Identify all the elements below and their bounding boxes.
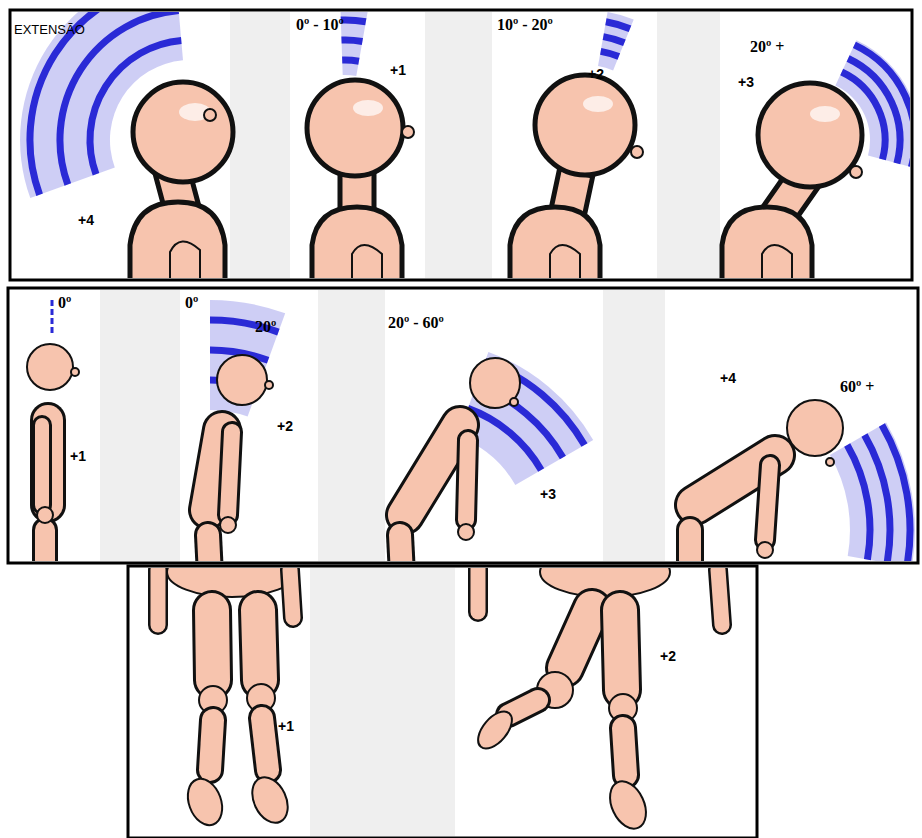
head-figure <box>722 83 862 278</box>
legs-row <box>158 568 722 834</box>
head-figure <box>307 80 414 278</box>
posture-panel: 0º +1 <box>10 290 100 561</box>
posture-panel: +1 <box>130 568 310 836</box>
angle-label: 60º + <box>840 378 874 396</box>
posture-panel: 10º - 20º +2 <box>492 12 657 278</box>
angle-fan <box>210 300 285 417</box>
angle-fan <box>830 423 915 562</box>
angle-label: 0º <box>185 294 198 312</box>
angle-fan <box>598 12 634 71</box>
score-label: +2 <box>660 648 676 664</box>
angle-label: 0º <box>58 294 71 312</box>
score-label: +1 <box>278 718 294 734</box>
score-label: +3 <box>540 486 556 502</box>
panel-frames <box>8 10 918 838</box>
angle-label: 20º + <box>750 38 784 56</box>
body-figure <box>690 400 843 561</box>
angle-label: 0º - 10º <box>296 16 344 34</box>
body-figure <box>208 355 273 561</box>
angle-label: 10º - 20º <box>497 16 553 34</box>
posture-panel: 0º 20º +2 <box>180 290 318 561</box>
score-label: +1 <box>390 62 406 78</box>
score-label: +4 <box>720 370 736 386</box>
score-label: +2 <box>588 66 604 82</box>
posture-panel: 20º - 60º +3 <box>385 290 603 561</box>
angle-line <box>51 300 54 335</box>
posture-panel: EXTENSÃO +4 <box>12 12 230 278</box>
angle-fan <box>341 12 368 76</box>
score-label: +2 <box>277 418 293 434</box>
score-label: +4 <box>78 212 94 228</box>
angle-label: EXTENSÃO <box>14 22 85 37</box>
body-figure <box>400 358 520 561</box>
legs-figure <box>472 568 722 834</box>
posture-panel: 0º - 10º +1 <box>290 12 425 278</box>
score-label: +1 <box>70 448 86 464</box>
score-label: +3 <box>738 74 754 90</box>
posture-panel: 20º + +3 <box>720 12 910 278</box>
head-figure <box>130 82 233 278</box>
posture-panel: +4 60º + <box>665 290 916 561</box>
neck-row <box>20 12 910 278</box>
trunk-row <box>27 300 915 561</box>
head-figure <box>510 75 643 278</box>
angle-label: 20º <box>255 318 276 336</box>
posture-panel: +2 <box>455 568 755 836</box>
legs-figure <box>158 568 297 830</box>
angle-label: 20º - 60º <box>388 314 444 332</box>
